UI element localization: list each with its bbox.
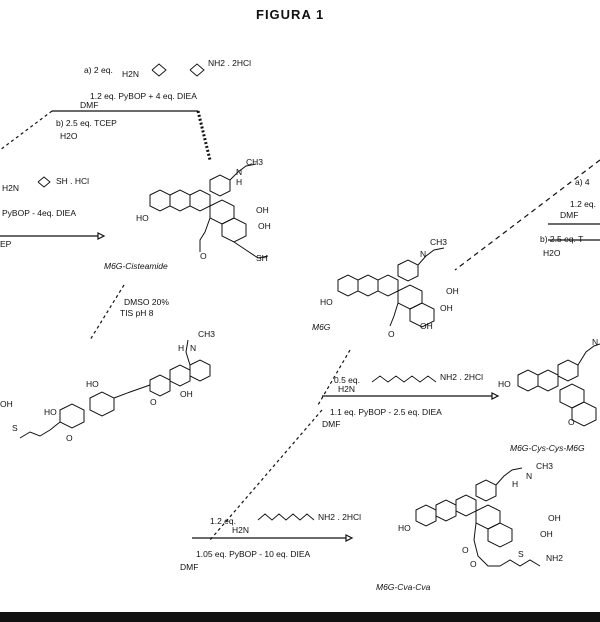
- linker-chain-r12: [257, 513, 315, 521]
- figure-title: FIGURA 1: [256, 7, 325, 22]
- compound-m6g: M6G: [312, 322, 331, 332]
- bottom-border-bar: [0, 612, 600, 622]
- atom-s: S: [12, 423, 18, 433]
- reagent-right-eq: 1.2 eq.: [570, 199, 596, 209]
- reagent-h2o-1: H2O: [60, 131, 78, 141]
- atom-o: O: [66, 433, 73, 443]
- arrow-step-b-hatched: [196, 110, 212, 161]
- reagent-right-dmf: DMF: [560, 210, 579, 220]
- reagent-12-eq: 1.2 eq.: [210, 516, 236, 526]
- reagent-right-h2o: H2O: [543, 248, 561, 258]
- atom-n: N: [236, 167, 243, 177]
- atom-oh: OH: [446, 286, 459, 296]
- atom-s: S: [518, 549, 524, 559]
- atom-ho: HO: [498, 379, 511, 389]
- arrow-cva-diagonal: [209, 409, 323, 541]
- atom-n: N: [526, 471, 533, 481]
- reagent-tcep: b) 2.5 eq. TCEP: [56, 118, 117, 128]
- reagent-pybop-3: 1.1 eq. PyBOP - 2.5 eq. DIEA: [330, 407, 442, 417]
- reagent-cys-salt: SH . HCl: [56, 176, 90, 186]
- atom-ho: HO: [320, 297, 333, 307]
- reagent-12-formula: H2N: [232, 525, 250, 535]
- compound-m6g-cys-cys-m6g: M6G-Cys-Cys-M6G: [510, 443, 585, 453]
- reagent-a-formula: H2N: [122, 69, 140, 79]
- reagent-pybop-1: 1.2 eq. PyBOP + 4 eq. DIEA: [90, 91, 197, 101]
- atom-o: O: [200, 251, 207, 261]
- atom-ch3: CH3: [198, 329, 216, 339]
- linker-diamond-top: [151, 63, 167, 77]
- atom-h: H: [178, 343, 185, 353]
- arrow-right-diagonal: [454, 159, 600, 271]
- arrow-step-a-diagonal: [0, 110, 53, 151]
- atom-o: O: [470, 559, 477, 569]
- arrowhead-cva: [345, 534, 354, 542]
- structure-cys-cys-left: [19, 339, 211, 439]
- structure-cys-cys-right: [517, 343, 600, 427]
- structure-m6g: [337, 247, 445, 328]
- atom-ch3: CH3: [430, 237, 448, 247]
- reagent-dmso: DMSO 20%: [124, 297, 169, 307]
- atom-o: O: [462, 545, 469, 555]
- reagent-half-eq: 0.5 eq.: [334, 375, 360, 385]
- arrow-dmso: [89, 284, 125, 341]
- atom-o: O: [150, 397, 157, 407]
- atom-oh: OH: [180, 389, 193, 399]
- atom-n: N: [420, 249, 427, 259]
- reagent-12-salt: NH2 . 2HCl: [318, 512, 361, 522]
- reagent-dmf-1: DMF: [80, 100, 99, 110]
- reagent-pybop-4: 1.05 eq. PyBOP - 10 eq. DIEA: [196, 549, 311, 559]
- atom-ho: HO: [398, 523, 411, 533]
- atom-oh: OH: [0, 399, 13, 409]
- structure-m6g-cva-cva: [415, 467, 541, 567]
- reagent-right-b: b) 2.5 eq. T: [540, 234, 584, 244]
- atom-oh: OH: [420, 321, 433, 331]
- atom-h: H: [236, 177, 243, 187]
- arrowhead-cys-cys: [491, 392, 500, 400]
- atom-h: H: [512, 479, 519, 489]
- arrow-m6g-down: [317, 349, 351, 406]
- reagent-half-eq-salt: NH2 . 2HCl: [440, 372, 483, 382]
- compound-m6g-cva-cva: M6G-Cva-Cva: [376, 582, 431, 592]
- reagent-dmf-3: DMF: [322, 419, 341, 429]
- reagent-half-eq-formula: H2N: [338, 384, 356, 394]
- atom-n: N: [190, 343, 197, 353]
- atom-sh: SH: [256, 253, 268, 263]
- linker-diamond-top-2: [189, 63, 205, 77]
- atom-ho: HO: [44, 407, 57, 417]
- reagent-a-label: a) 2 eq.: [84, 65, 113, 75]
- reagent-ep: EP: [0, 239, 12, 249]
- structure-m6g-cisteamide: [149, 163, 269, 259]
- reagent-dmf-4: DMF: [180, 562, 199, 572]
- atom-oh: OH: [548, 513, 561, 523]
- atom-o: O: [388, 329, 395, 339]
- arrowhead-cysteamine: [97, 232, 106, 240]
- atom-oh: OH: [258, 221, 271, 231]
- atom-ch3: CH3: [536, 461, 554, 471]
- atom-o: O: [568, 417, 575, 427]
- atom-oh: OH: [256, 205, 269, 215]
- atom-oh: OH: [440, 303, 453, 313]
- atom-ho: HO: [86, 379, 99, 389]
- reagent-pybop-2: PyBOP - 4eq. DIEA: [2, 208, 77, 218]
- reagent-a-salt: NH2 . 2HCl: [208, 58, 251, 68]
- reagent-tis: TIS pH 8: [120, 308, 154, 318]
- atom-oh: OH: [540, 529, 553, 539]
- reagent-cys-formula: H2N: [2, 183, 20, 193]
- linker-diamond-cys: [37, 176, 51, 188]
- atom-ho: HO: [136, 213, 149, 223]
- reagent-right-a: a) 4: [575, 177, 590, 187]
- atom-ch3: CH3: [246, 157, 264, 167]
- compound-m6g-cisteamide: M6G-Cisteamide: [104, 261, 168, 271]
- atom-nh2: NH2: [546, 553, 564, 563]
- atom-n: N: [592, 337, 599, 347]
- linker-chain-r10: [371, 375, 437, 383]
